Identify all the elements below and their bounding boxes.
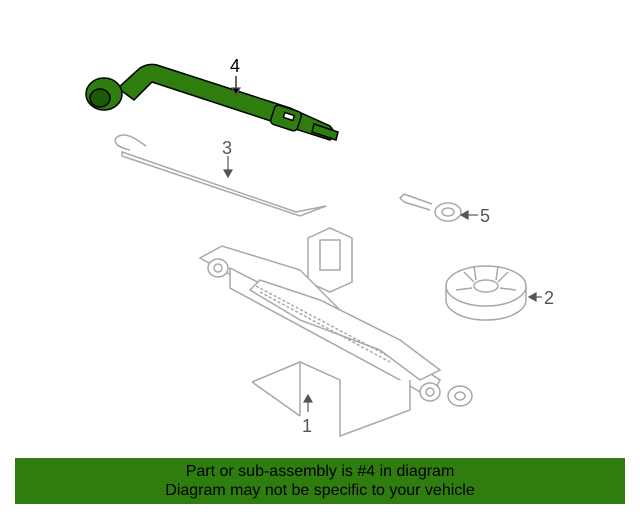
callout-2[interactable]: 2 (544, 288, 554, 308)
callout-4[interactable]: 4 (230, 56, 240, 76)
parts-diagram: 4 3 5 2 1 (85, 56, 554, 438)
jack-handle-part[interactable] (114, 134, 327, 217)
scissor-jack-part[interactable] (198, 227, 473, 438)
leader-lines (222, 76, 542, 412)
banner-line-2: Diagram may not be specific to your vehi… (165, 482, 475, 499)
callout-1[interactable]: 1 (302, 416, 312, 436)
spacer-part[interactable] (445, 265, 527, 321)
info-banner: Part or sub-assembly is #4 in diagram Di… (15, 458, 625, 504)
callout-3[interactable]: 3 (222, 138, 232, 158)
eye-bolt-part[interactable] (398, 193, 462, 222)
banner-line-1: Part or sub-assembly is #4 in diagram (185, 463, 455, 480)
callout-5[interactable]: 5 (480, 206, 490, 226)
lug-wrench-part[interactable] (85, 63, 339, 141)
